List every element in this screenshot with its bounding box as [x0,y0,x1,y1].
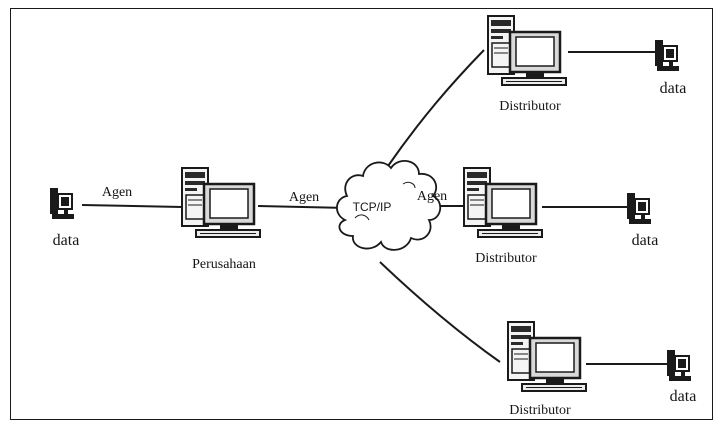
diagram-frame [10,8,713,420]
line-company-to-cloud [257,205,349,209]
data-label-left: data [53,232,80,249]
data-label-bottom: data [670,388,697,405]
data-label-top: data [660,80,687,97]
distributor-bottom-computer-icon [506,320,588,393]
line-cloud-to-distributor-top [387,49,485,167]
data-terminal-middle-icon [626,192,652,225]
distributor-middle-computer-icon [462,166,544,239]
data-terminal-left-icon [49,187,75,220]
agent-label-left: Agen [102,185,132,200]
data-terminal-top-icon [654,39,680,72]
distributor-top-computer-icon [486,14,568,87]
agent-label-cloud-distributor: Agen [417,189,447,204]
distributor-bottom-label: Distributor [509,403,571,418]
cloud-label: TCP/IP [353,200,392,214]
connection-lines [81,49,667,365]
distributor-middle-label: Distributor [475,251,537,266]
company-label: Perusahaan [192,257,256,272]
data-terminal-bottom-icon [666,349,692,382]
company-computer-icon [180,166,262,239]
line-data-to-company [81,204,183,208]
agent-label-company-cloud: Agen [289,190,319,205]
data-label-middle: data [632,232,659,249]
distributor-top-label: Distributor [499,99,561,114]
line-cloud-to-distributor-bottom [379,261,501,363]
